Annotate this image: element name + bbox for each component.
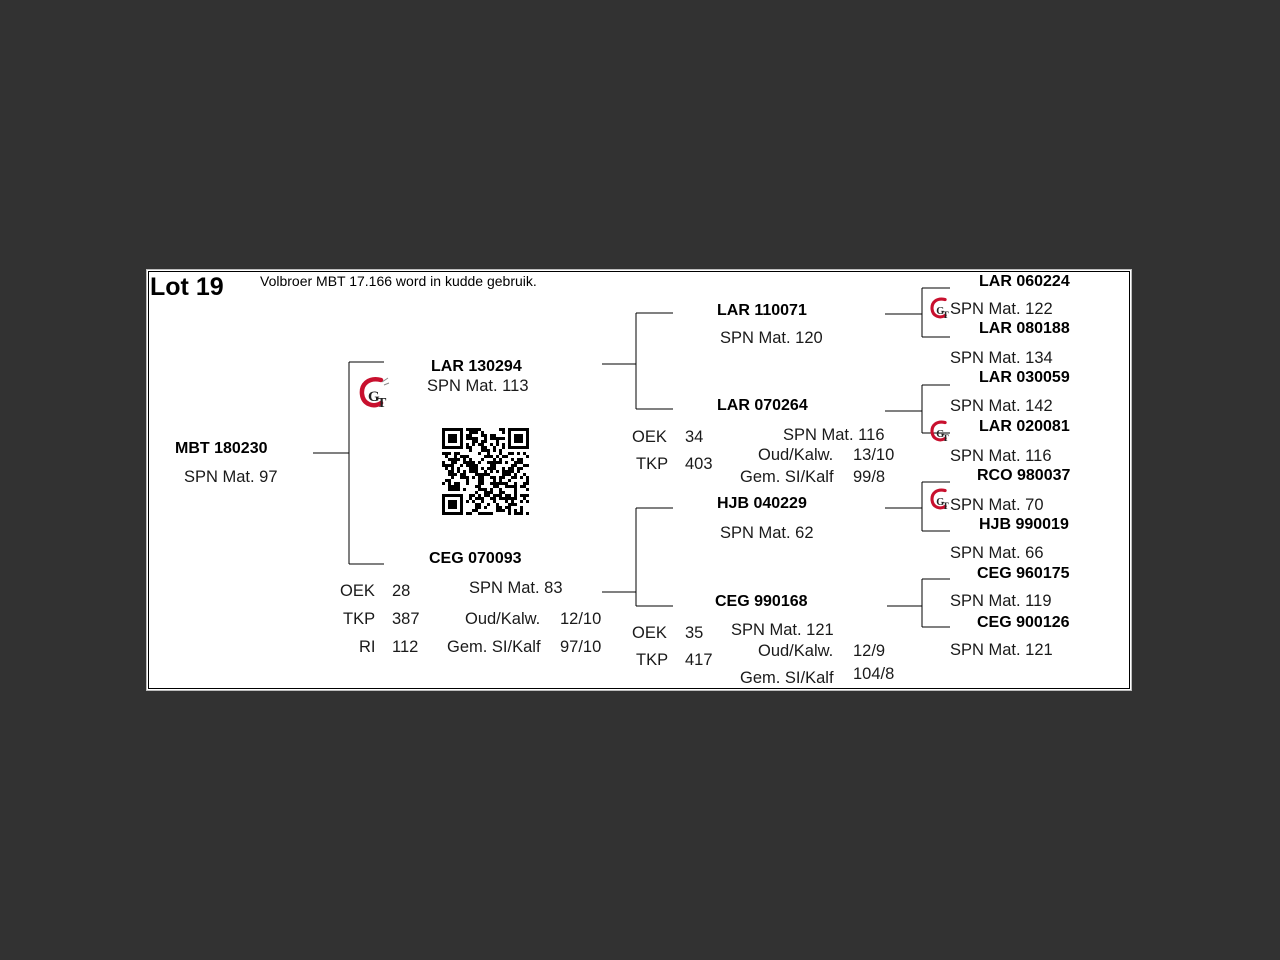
dam-spn: SPN Mat. 83 [469, 579, 563, 597]
gg-7-spn: SPN Mat. 119 [950, 592, 1052, 610]
gg-2-id: LAR 080188 [979, 320, 1070, 337]
gt-breeder-logo-icon: G T [930, 420, 949, 444]
dam-oek-label: OEK [340, 582, 375, 600]
svg-text:G: G [936, 429, 944, 440]
pedigree-sheet: Lot 19 Volbroer MBT 17.166 word in kudde… [146, 269, 1132, 691]
sd-gem-value: 99/8 [853, 468, 886, 486]
gt-breeder-logo-icon: G T [930, 488, 949, 512]
sd-oek-label: OEK [632, 428, 667, 446]
ds-spn: SPN Mat. 62 [720, 524, 814, 542]
qr-code-icon [442, 428, 529, 515]
dd-oud-label: Oud/Kalw. [758, 642, 834, 660]
gg-3-id: LAR 030059 [979, 369, 1070, 386]
sd-oek-value: 34 [685, 428, 704, 446]
animal-spn: SPN Mat. 97 [184, 468, 278, 486]
svg-text:G: G [936, 306, 944, 317]
dam-oek-value: 28 [392, 582, 411, 600]
sd-tkp-label: TKP [636, 455, 669, 473]
gg-4-id: LAR 020081 [979, 418, 1070, 435]
lot-note: Volbroer MBT 17.166 word in kudde gebrui… [260, 273, 537, 289]
gg-5-id: RCO 980037 [977, 467, 1071, 484]
sd-gem-label: Gem. SI/Kalf [740, 468, 834, 486]
gg-1-spn: SPN Mat. 122 [950, 300, 1053, 318]
dd-tkp-value: 417 [685, 651, 713, 669]
pedigree-connector-lines [313, 287, 950, 628]
svg-text:T: T [942, 310, 949, 321]
gg-2-spn: SPN Mat. 134 [950, 349, 1053, 367]
gg-6-id: HJB 990019 [979, 516, 1069, 533]
ss-spn: SPN Mat. 120 [720, 329, 823, 347]
sire-spn: SPN Mat. 113 [427, 377, 529, 395]
dd-id: CEG 990168 [715, 593, 808, 610]
dam-ri-label: RI [359, 638, 376, 656]
dd-oud-value: 12/9 [853, 642, 886, 660]
sd-oud-value: 13/10 [853, 446, 895, 464]
gt-breeder-logo-icon: G T [930, 297, 949, 321]
lot-title: Lot 19 [150, 273, 224, 301]
dam-oud-label: Oud/Kalw. [465, 610, 541, 628]
dd-oek-label: OEK [632, 624, 667, 642]
dd-tkp-label: TKP [636, 651, 669, 669]
svg-text:T: T [377, 396, 387, 410]
gg-3-spn: SPN Mat. 142 [950, 397, 1053, 415]
dam-gem-value: 97/10 [560, 638, 602, 656]
svg-text:G: G [936, 497, 944, 508]
gg-1-id: LAR 060224 [979, 273, 1070, 290]
gg-8-spn: SPN Mat. 121 [950, 641, 1053, 659]
sd-oud-label: Oud/Kalw. [758, 446, 834, 464]
svg-text:G: G [368, 389, 380, 405]
animal-id: MBT 180230 [175, 440, 268, 457]
sd-tkp-value: 403 [685, 455, 713, 473]
dam-gem-label: Gem. SI/Kalf [447, 638, 541, 656]
gg-6-spn: SPN Mat. 66 [950, 544, 1044, 562]
ds-id: HJB 040229 [717, 495, 807, 512]
dd-gem-label: Gem. SI/Kalf [740, 669, 834, 687]
dam-id: CEG 070093 [429, 550, 522, 567]
sd-spn: SPN Mat. 116 [783, 426, 885, 444]
gg-4-spn: SPN Mat. 116 [950, 447, 1052, 465]
gg-7-id: CEG 960175 [977, 565, 1070, 582]
sd-id: LAR 070264 [717, 397, 808, 414]
gg-5-spn: SPN Mat. 70 [950, 496, 1044, 514]
dam-tkp-value: 387 [392, 610, 420, 628]
ss-id: LAR 110071 [717, 302, 807, 319]
dd-gem-value: 104/8 [853, 665, 895, 683]
dam-ri-value: 112 [392, 638, 419, 656]
dd-spn: SPN Mat. 121 [731, 621, 834, 639]
dam-oud-value: 12/10 [560, 610, 602, 628]
gt-breeder-logo-icon: G T [359, 377, 390, 410]
svg-text:T: T [942, 433, 949, 444]
gg-8-id: CEG 900126 [977, 614, 1070, 631]
dd-oek-value: 35 [685, 624, 704, 642]
svg-text:T: T [942, 501, 949, 512]
dam-tkp-label: TKP [343, 610, 376, 628]
sire-id: LAR 130294 [431, 358, 522, 375]
